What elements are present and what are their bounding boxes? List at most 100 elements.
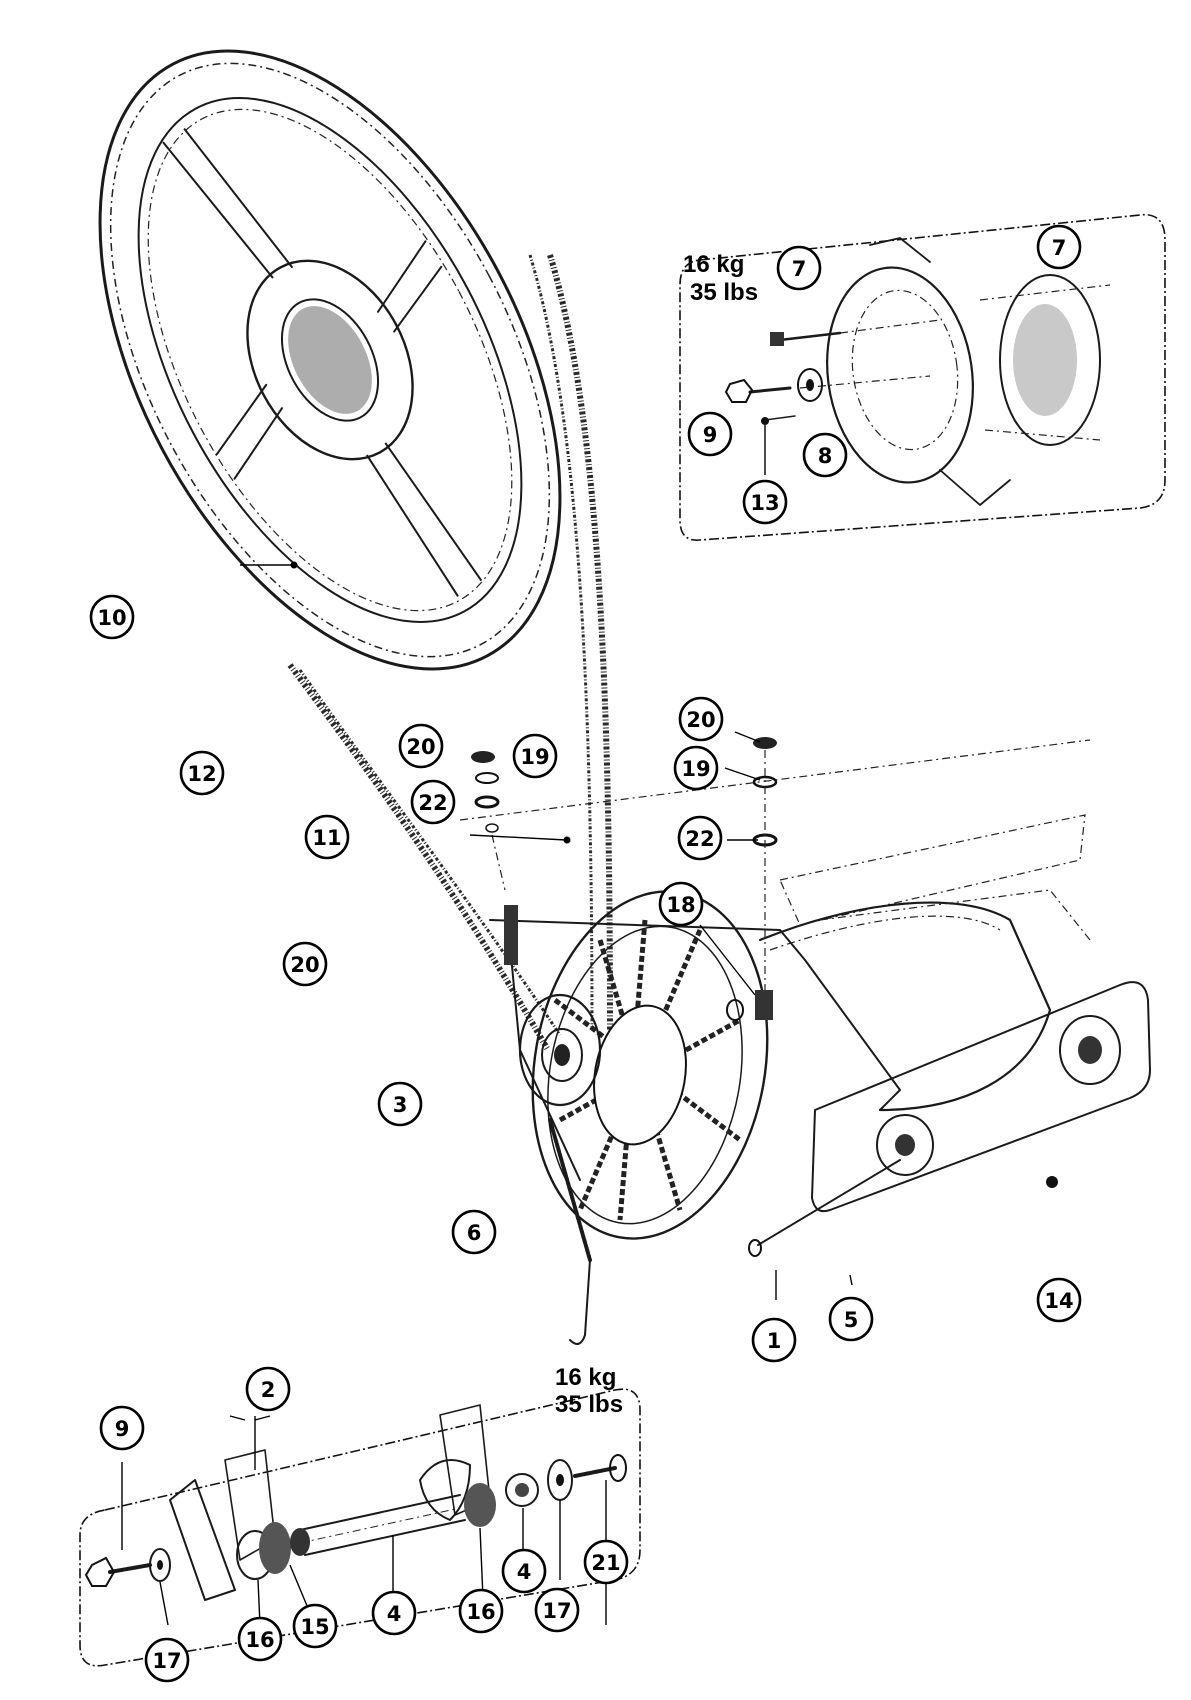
callout-circle [451,1209,497,1255]
callout-number: 20 [406,735,435,759]
callout-number: 3 [393,1093,408,1117]
callout-circle [144,1637,190,1683]
drum-pulley [98,49,562,671]
callout-circle [410,779,456,825]
callout-17b: 17 [534,1587,580,1633]
callout-number: 9 [115,1417,130,1441]
callout-number: 7 [792,257,807,281]
callout-circle [179,750,225,796]
idler-arm-inset [79,1388,641,1667]
callout-3: 3 [377,1081,423,1127]
callout-number: 12 [187,762,216,786]
callout-22b: 22 [677,815,723,861]
callout-circle [458,1588,504,1634]
callout-circle [1036,224,1082,270]
callout-number: 4 [387,1602,402,1626]
callout-8: 8 [802,432,848,478]
callout-circle [583,1539,629,1585]
callout-20a: 20 [398,723,444,769]
callout-number: 20 [686,708,715,732]
callout-9b: 9 [99,1405,145,1451]
callout-circle [512,733,558,779]
callout-number: 19 [681,757,710,781]
callout-number: 4 [517,1560,532,1584]
callout-circle [673,745,719,791]
callout-number: 20 [290,953,319,977]
callout-number: 10 [97,606,126,630]
callout-9a: 9 [687,411,733,457]
callout-2: 2 [245,1366,291,1412]
weight-kg-bottom: 16 kg [555,1364,616,1391]
callout-circle [245,1366,291,1412]
callout-7b: 7 [1036,224,1082,270]
weight-kg-top: 16 kg [683,251,744,278]
callout-number: 22 [685,827,714,851]
callout-4b: 4 [501,1548,547,1594]
callout-18: 18 [658,881,704,927]
callout-number: 2 [261,1378,276,1402]
callout-circle [292,1603,338,1649]
callout-circle [802,432,848,478]
callout-circle [828,1296,874,1342]
weight-lbs-top: 35 lbs [690,279,758,306]
callout-number: 19 [520,745,549,769]
callout-circle [99,1405,145,1451]
callout-number: 8 [818,444,833,468]
callout-20b: 20 [678,696,724,742]
callout-17a: 17 [144,1637,190,1683]
callout-15: 15 [292,1603,338,1649]
callout-number: 9 [703,423,718,447]
callout-number: 17 [152,1649,181,1673]
callout-14: 14 [1036,1277,1082,1323]
callout-number: 5 [844,1308,859,1332]
callout-number: 13 [750,491,779,515]
callout-13: 13 [742,479,788,525]
callout-16a: 16 [237,1616,283,1662]
callout-number: 22 [418,791,447,815]
motor-mount-inset [679,213,1166,541]
callout-number: 16 [466,1600,495,1624]
motor-assembly [459,739,1151,1300]
drive-belt [287,254,613,1052]
callout-circle [776,245,822,291]
callout-circle [742,479,788,525]
callout-circle [534,1587,580,1633]
callout-circle [677,815,723,861]
callout-circle [501,1548,547,1594]
callout-number: 18 [666,893,695,917]
callout-21: 21 [583,1539,629,1585]
callout-6: 6 [451,1209,497,1255]
callout-circle [658,881,704,927]
callout-1: 1 [751,1317,797,1363]
callout-circle [304,814,350,860]
callout-circle [751,1317,797,1363]
callout-19b: 19 [673,745,719,791]
pivot-hardware [469,731,778,1021]
weight-label-top: 16 kg 35 lbs [683,251,758,306]
callout-circle [678,696,724,742]
callout-19a: 19 [512,733,558,779]
callout-number: 15 [300,1615,329,1639]
callout-number: 1 [767,1329,782,1353]
callout-circle [237,1616,283,1662]
callout-16b: 16 [458,1588,504,1634]
callout-11: 11 [304,814,350,860]
callout-10: 10 [89,594,135,640]
weight-label-bottom: 16 kg 35 lbs [555,1364,623,1418]
callout-5: 5 [828,1296,874,1342]
callout-4a: 4 [371,1590,417,1636]
callout-circle [1036,1277,1082,1323]
tension-spring [504,905,592,1345]
callout-number: 17 [542,1599,571,1623]
weight-lbs-bottom: 35 lbs [555,1391,623,1418]
callout-circle [687,411,733,457]
callout-circle [371,1590,417,1636]
callout-number: 7 [1052,236,1067,260]
callout-number: 16 [245,1628,274,1652]
callout-circle [398,723,444,769]
callout-7a: 7 [776,245,822,291]
callout-circle [89,594,135,640]
callout-number: 14 [1044,1289,1073,1313]
